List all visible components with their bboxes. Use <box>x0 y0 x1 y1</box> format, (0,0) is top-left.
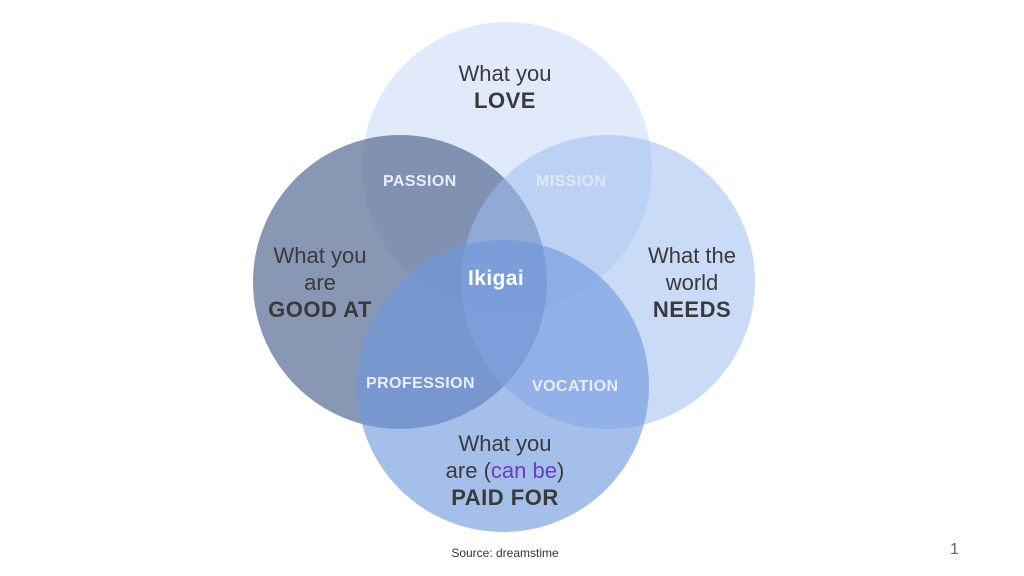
overlap-vocation: VOCATION <box>532 378 619 395</box>
overlap-profession: PROFESSION <box>366 375 475 392</box>
circle-paid-for <box>357 240 649 532</box>
can-be-accent: can be <box>490 458 557 483</box>
label-love: What you LOVE <box>458 61 552 113</box>
page-number: 1 <box>950 541 959 558</box>
label-good-at: What you are GOOD AT <box>268 243 372 322</box>
source-caption: Source: dreamstime <box>451 546 559 560</box>
overlap-mission: MISSION <box>536 173 607 190</box>
label-needs: What the world NEEDS <box>647 243 737 322</box>
label-paid-for: What you are (can be) PAID FOR <box>445 431 565 510</box>
overlap-ikigai-center: Ikigai <box>468 267 525 290</box>
overlap-passion: PASSION <box>383 173 457 190</box>
